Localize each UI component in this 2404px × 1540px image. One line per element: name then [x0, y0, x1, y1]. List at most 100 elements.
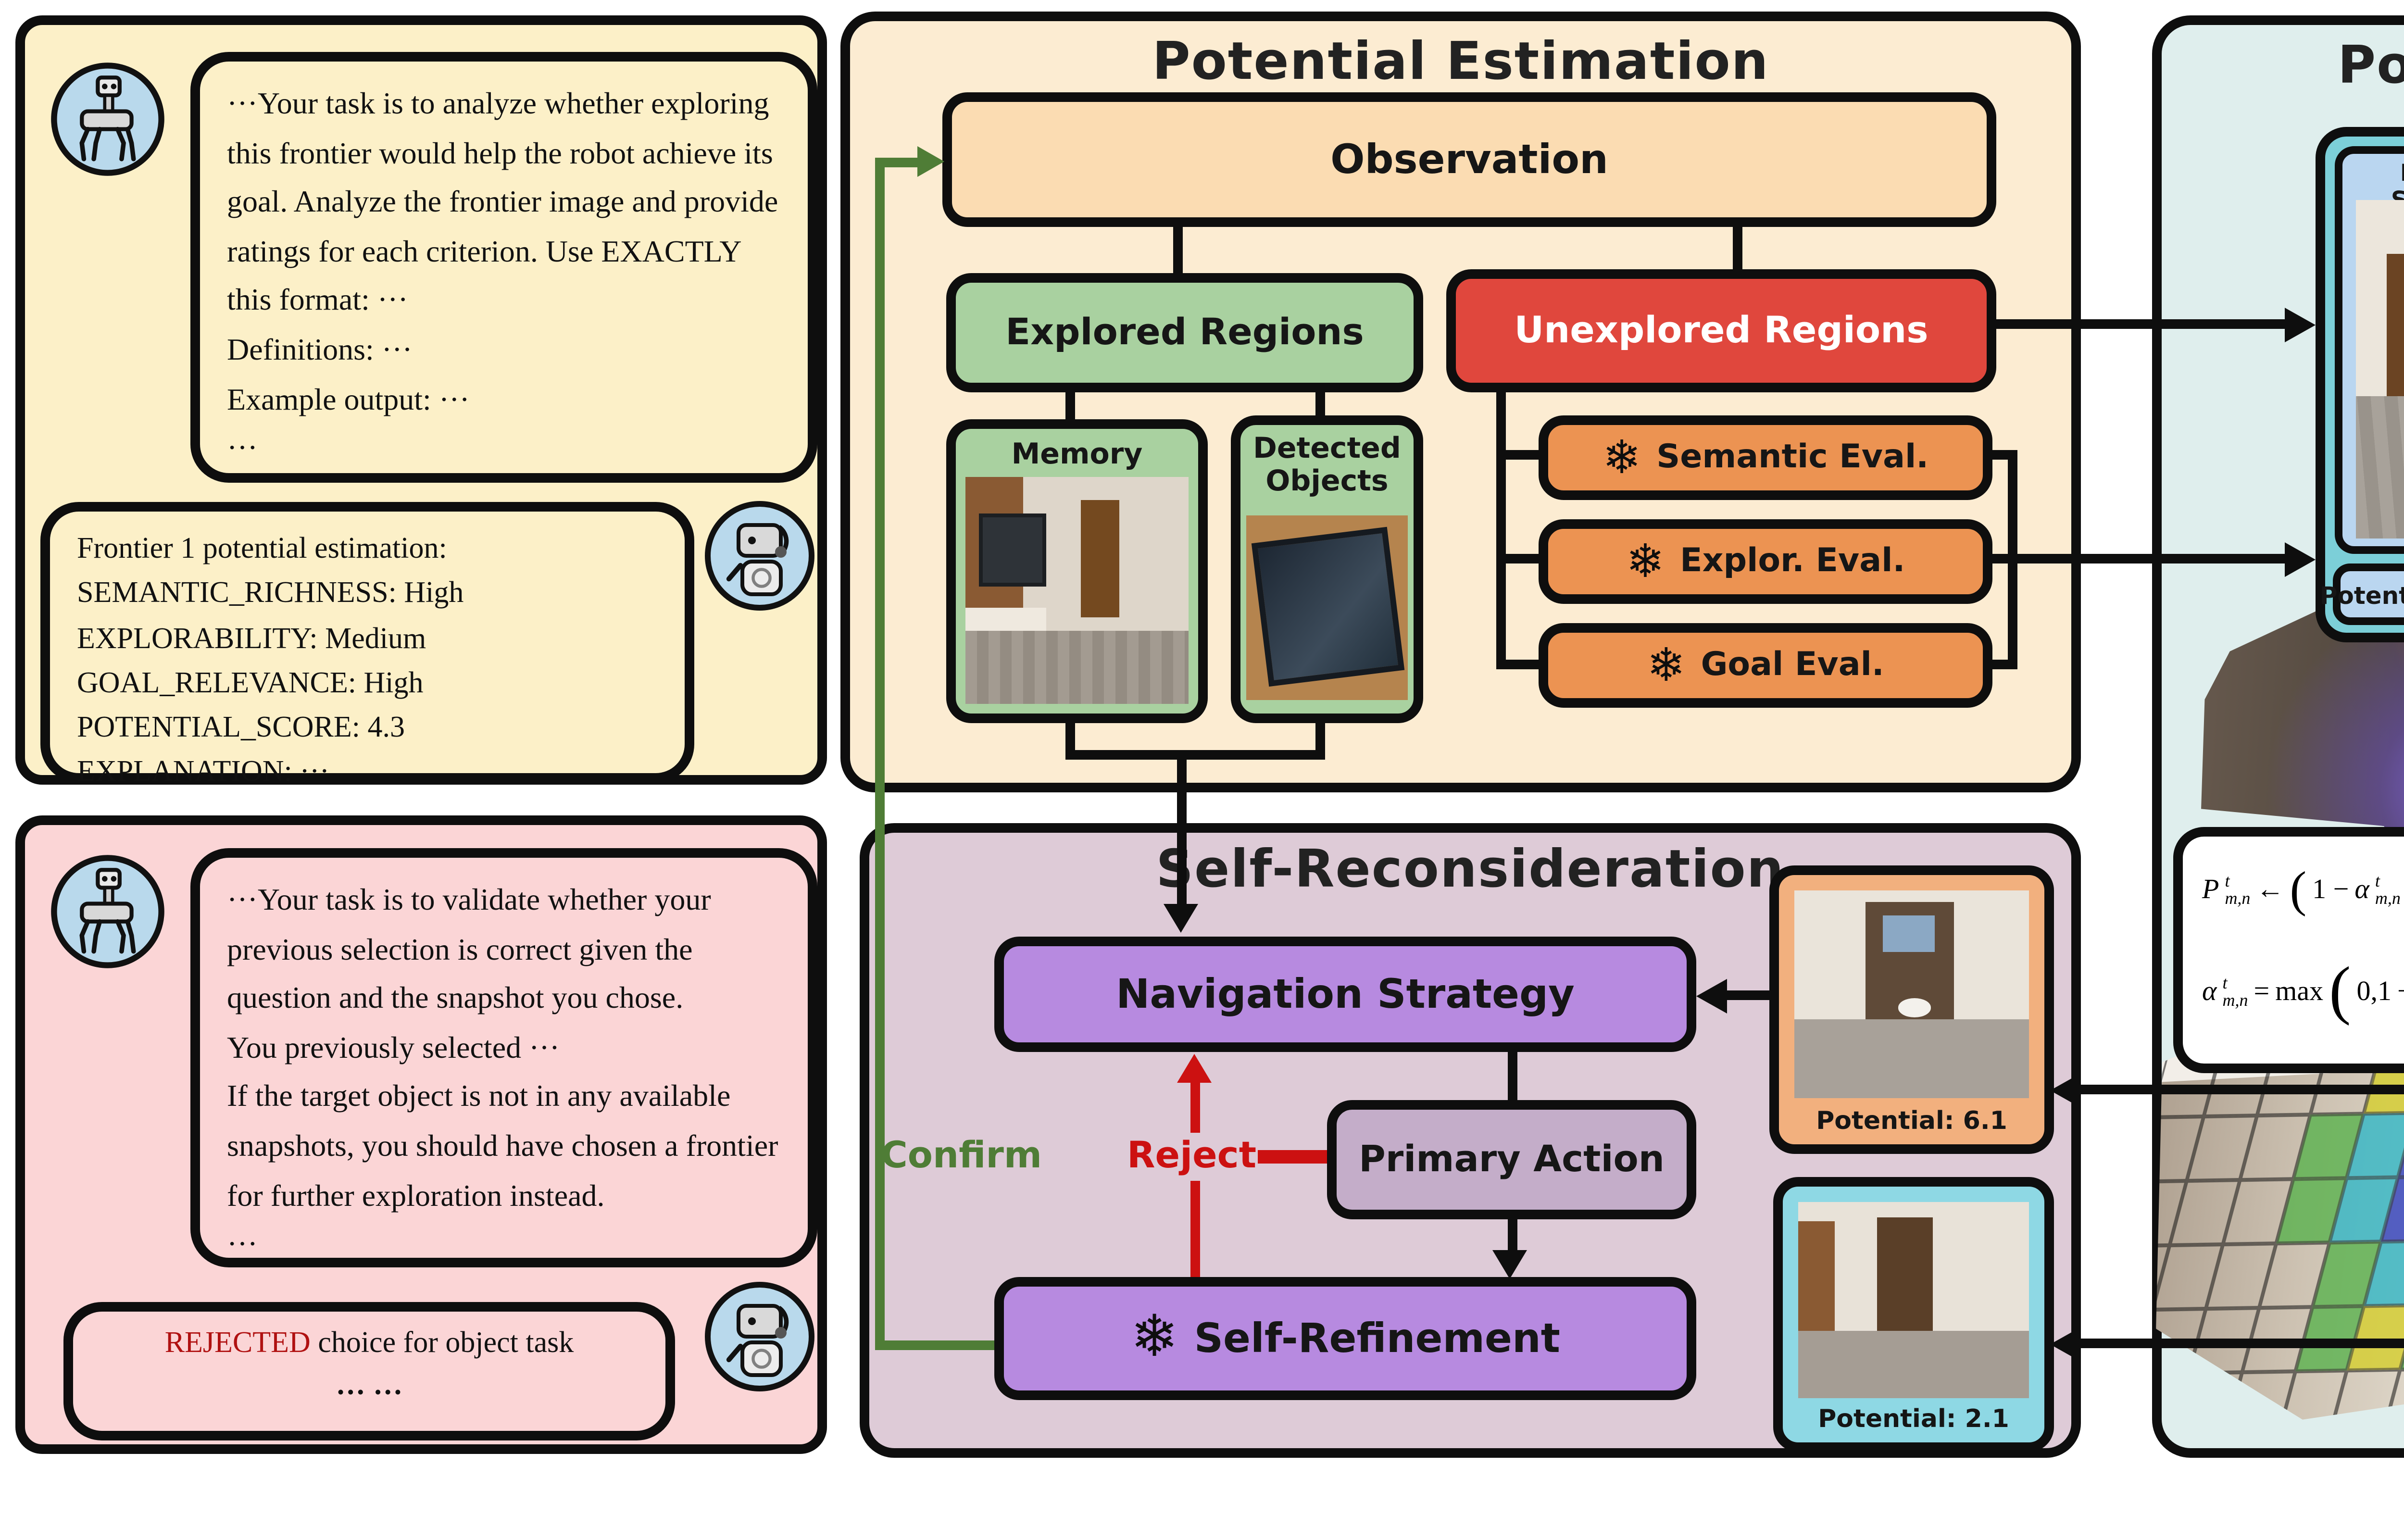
snowflake-icon: ❄	[1602, 431, 1641, 485]
observation-box: Observation	[942, 92, 1996, 227]
formula-line-2: αtm,n = max ( 0,1 − |pm,n − pFi| R ) ,	[2202, 956, 2404, 1027]
sym: =	[2254, 977, 2270, 1008]
validation-response-line: REJECTED choice for object task	[92, 1327, 646, 1362]
snapshot-card-low: Potential: 2.1	[1773, 1177, 2054, 1452]
sym: t	[2225, 871, 2230, 890]
arrowhead-up-red	[1177, 1054, 1212, 1083]
goal-eval-box: ❄ Goal Eval.	[1539, 623, 1992, 708]
semantic-eval-box: ❄ Semantic Eval.	[1539, 415, 1992, 500]
snapshot-low-label: Potential: 2.1	[1818, 1406, 2009, 1435]
snowflake-icon: ❄	[1626, 535, 1665, 588]
snapshot-card-high: Potential: 6.1	[1769, 865, 2054, 1154]
snapshot-high-label: Potential: 6.1	[1816, 1108, 2007, 1137]
ph-floor	[1798, 1331, 2029, 1398]
sym: P	[2202, 875, 2219, 906]
frontier-snapshot-bubble: Frontier Snapshot Potential Score: 1.9	[2316, 127, 2404, 642]
unexplored-regions-label: Unexplored Regions	[1514, 310, 1928, 352]
connector	[1496, 660, 1542, 669]
explored-regions-box: Explored Regions	[946, 273, 1423, 392]
connector	[2077, 1339, 2404, 1348]
primary-action-box: Primary Action	[1327, 1100, 1696, 1219]
connector	[1508, 1048, 1517, 1102]
potential-estimation-title: Potential Estimation	[1152, 33, 1769, 92]
reject-line	[1190, 1079, 1200, 1133]
sym: m,n	[2222, 991, 2248, 1011]
snapshot-high-photo	[1794, 890, 2029, 1098]
connector	[1496, 450, 1542, 460]
estimation-prompt-text: ···Your task is to analyze whether explo…	[227, 88, 778, 466]
sym: m,n	[2375, 889, 2401, 909]
connector	[1508, 1215, 1517, 1258]
arrowhead-left	[2050, 1327, 2081, 1362]
connector	[1989, 450, 2012, 460]
memory-photo-door	[1081, 500, 1120, 618]
ph-art	[1883, 915, 1935, 953]
snapshot-low-photo	[1798, 1202, 2029, 1398]
sym: t	[2222, 973, 2228, 992]
navigation-strategy-label: Navigation Strategy	[1116, 971, 1575, 1017]
arrowhead-down	[1492, 1250, 1527, 1279]
sym: m,n	[2225, 889, 2251, 909]
confirm-line	[875, 158, 921, 167]
primary-action-label: Primary Action	[1359, 1139, 1665, 1181]
connector	[1989, 660, 2012, 669]
estimation-prompt-bubble: ···Your task is to analyze whether explo…	[190, 52, 817, 483]
exploration-eval-label: Explor. Eval.	[1680, 542, 1905, 581]
connector	[1065, 719, 1075, 754]
connector	[1173, 223, 1183, 273]
validation-prompt-panel: ···Your task is to validate whether your…	[15, 815, 827, 1454]
figure-canvas: ···Your task is to analyze whether explo…	[15, 12, 2404, 1469]
memory-photo-tv	[978, 513, 1046, 586]
memory-photo	[965, 477, 1189, 704]
validation-prompt-bubble: ···Your task is to validate whether your…	[190, 848, 817, 1267]
connector	[1065, 388, 1075, 419]
ph-wood	[1798, 1221, 1835, 1340]
formula-box: Ptm,n ← ( 1 − αtm,n ) · Pt−1m,n + αtm,n …	[2173, 827, 2404, 1073]
rejected-word: REJECTED	[164, 1327, 311, 1360]
arrowhead-left	[1696, 979, 1727, 1014]
confirm-line	[875, 1340, 998, 1350]
validation-prompt-text: ···Your task is to validate whether your…	[227, 885, 778, 1262]
arrowhead-right	[2285, 542, 2316, 577]
reject-line	[1190, 1181, 1200, 1277]
sym: α	[2354, 875, 2369, 906]
connector	[1723, 990, 1773, 1000]
ph-pouf	[1897, 998, 1930, 1017]
potential-score-box: Potential Score: 1.9	[2320, 563, 2404, 625]
rejected-rest: choice for object task	[310, 1327, 574, 1360]
connector	[1496, 388, 1506, 669]
explored-regions-label: Explored Regions	[1005, 312, 1364, 354]
ph-door	[1877, 1217, 1932, 1332]
sym: ←	[2256, 875, 2284, 906]
ph-carpet	[1794, 1019, 2029, 1098]
sym: t	[2375, 871, 2380, 890]
connector	[2077, 1085, 2404, 1094]
connector	[1989, 554, 2289, 563]
reject-line	[1258, 1150, 1327, 1164]
goal-eval-label: Goal Eval.	[1701, 646, 1884, 685]
connector	[1315, 388, 1325, 415]
unexplored-regions-box: Unexplored Regions	[1446, 269, 1996, 392]
validation-response-bubble: REJECTED choice for object task ··· ···	[63, 1302, 675, 1440]
memory-photo-floor	[965, 631, 1189, 704]
arrowhead-right	[2285, 308, 2316, 342]
robot-dog-icon	[48, 60, 167, 187]
confirm-line	[875, 158, 885, 1350]
reject-label: Reject	[1127, 1135, 1257, 1177]
detected-tv-screen	[1251, 526, 1403, 686]
estimation-response-bubble: Frontier 1 potential estimation: SEMANTI…	[40, 502, 694, 789]
ph-door	[2387, 254, 2404, 410]
self-reconsideration-title: Self-Reconsideration	[1156, 840, 1785, 900]
ph-floor	[2356, 396, 2404, 538]
snowflake-icon: ❄	[1647, 639, 1686, 692]
connector	[1496, 554, 1542, 563]
robot-dog-icon-2	[48, 852, 167, 979]
semantic-eval-label: Semantic Eval.	[1656, 438, 1929, 477]
arrowhead-left	[2050, 1073, 2081, 1108]
memory-label: Memory	[1011, 437, 1143, 471]
navigation-strategy-box: Navigation Strategy	[994, 937, 1696, 1052]
observation-label: Observation	[1330, 137, 1608, 183]
detected-objects-label: Detected Objects	[1253, 431, 1401, 499]
potential-score-label: Potential Score: 1.9	[2319, 580, 2404, 609]
formula-line-1: Ptm,n ← ( 1 − αtm,n ) · Pt−1m,n + αtm,n …	[2202, 862, 2401, 918]
